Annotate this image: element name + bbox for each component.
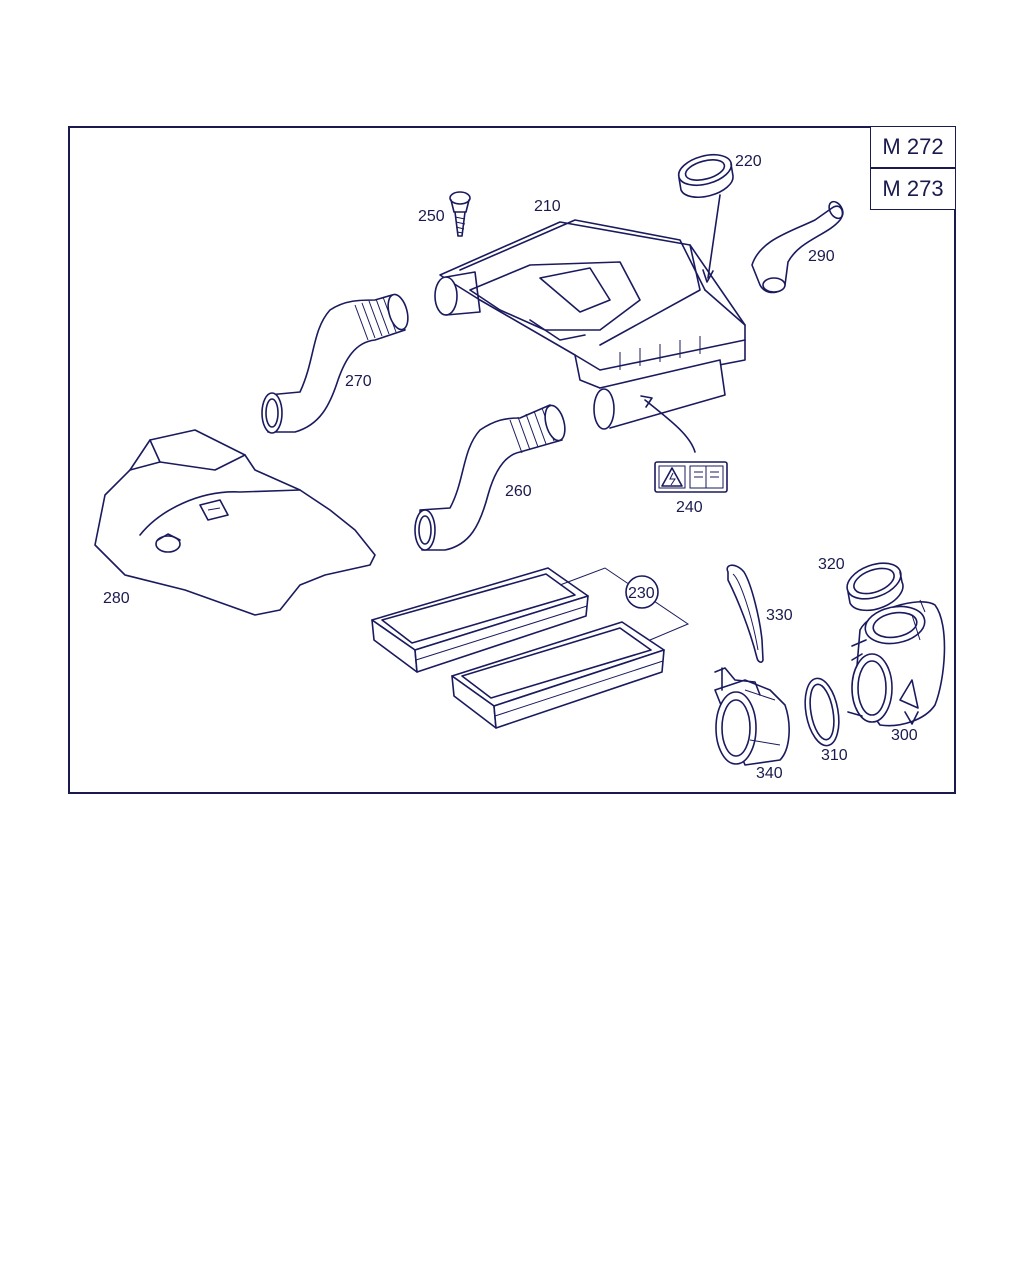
part-label-320: 320 xyxy=(818,556,845,573)
part-330-gasket[interactable] xyxy=(726,564,764,663)
part-label-220: 220 xyxy=(735,153,762,170)
part-label-330: 330 xyxy=(766,607,793,624)
part-label-310: 310 xyxy=(821,747,848,764)
diagram-frame xyxy=(68,126,956,794)
part-280-engine-cover[interactable] xyxy=(94,429,376,616)
part-230-air-filter-pair[interactable] xyxy=(371,567,690,729)
part-label-340: 340 xyxy=(756,765,783,782)
part-label-230: 230 xyxy=(628,585,655,602)
part-label-250: 250 xyxy=(418,208,445,225)
part-label-290: 290 xyxy=(808,248,835,265)
part-290-hose[interactable] xyxy=(751,199,846,294)
part-320-ring[interactable] xyxy=(842,556,906,612)
part-250-screw[interactable] xyxy=(449,191,471,237)
part-270-intake-duct[interactable] xyxy=(261,292,411,434)
part-260-intake-duct[interactable] xyxy=(414,403,568,551)
part-label-270: 270 xyxy=(345,373,372,390)
part-210-air-filter-housing[interactable] xyxy=(434,219,746,430)
engine-model-label-m272: M 272 xyxy=(870,126,956,168)
part-310-ring[interactable] xyxy=(800,676,843,749)
part-label-280: 280 xyxy=(103,590,130,607)
part-240-service-label[interactable] xyxy=(640,395,728,493)
part-230-callout-circle xyxy=(625,575,659,609)
part-label-300: 300 xyxy=(891,727,918,744)
part-340-air-mass-sensor[interactable] xyxy=(714,667,790,766)
part-label-240: 240 xyxy=(676,499,703,516)
part-label-210: 210 xyxy=(534,198,561,215)
part-300-throttle-housing[interactable] xyxy=(847,599,946,727)
part-220-seal-ring[interactable] xyxy=(675,149,734,283)
part-label-260: 260 xyxy=(505,483,532,500)
engine-model-label-m273: M 273 xyxy=(870,168,956,210)
